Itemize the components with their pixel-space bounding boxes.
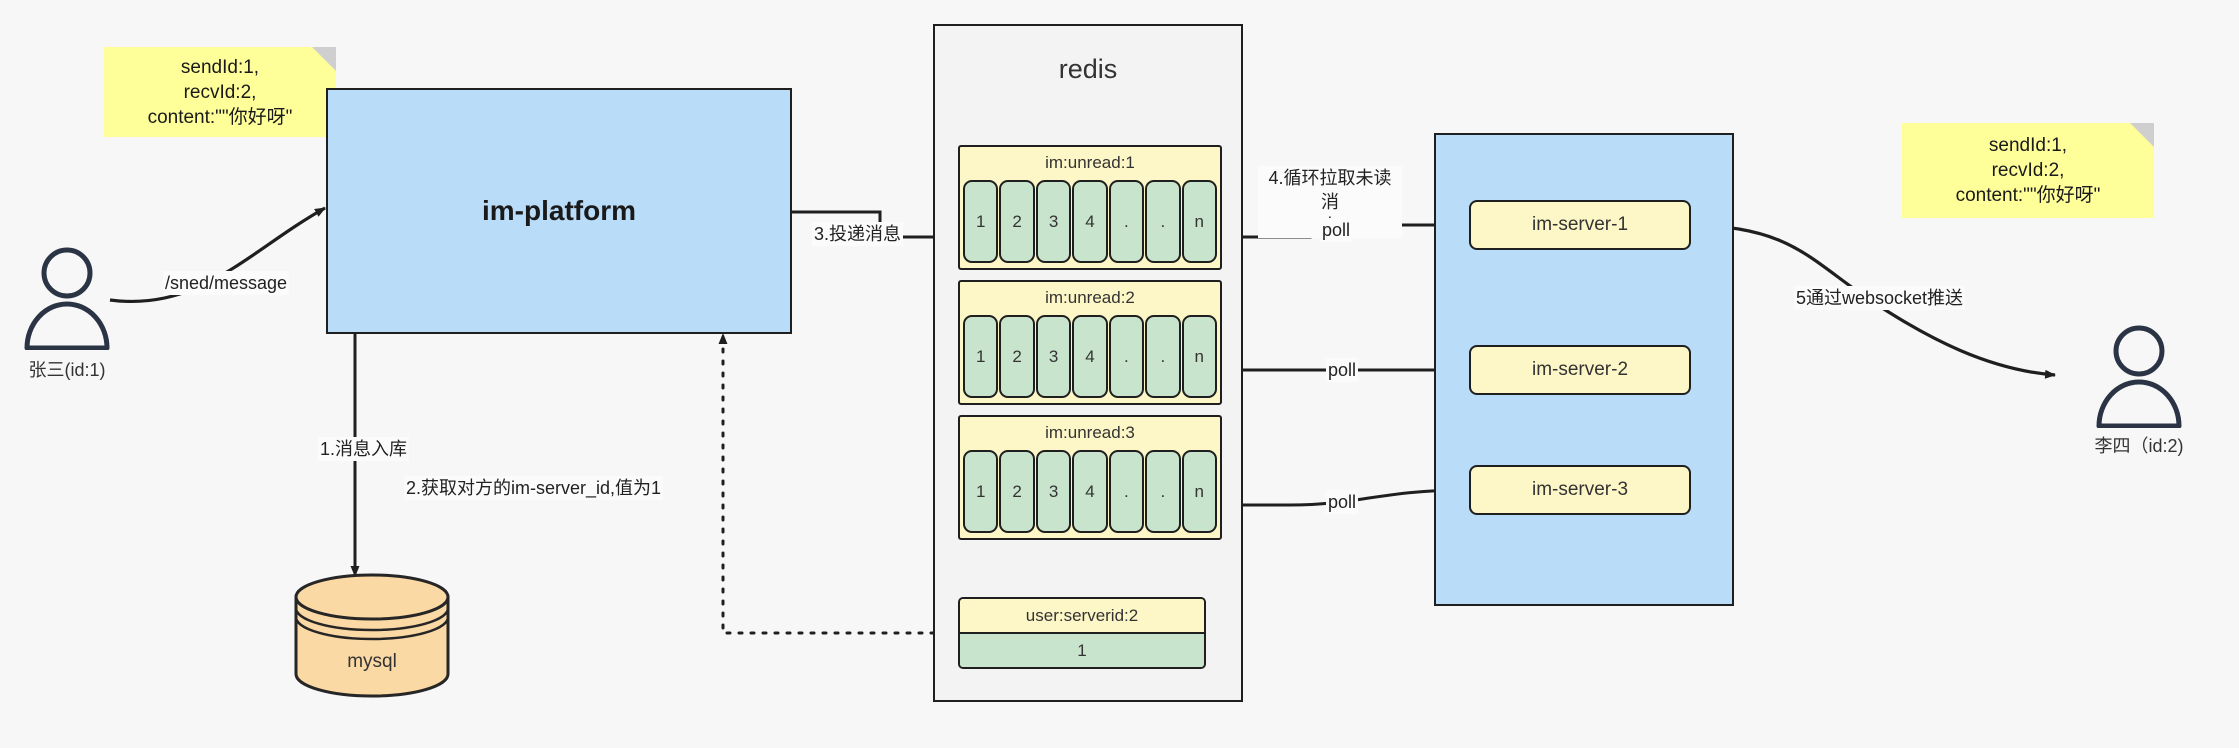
edge-label-poll-1: poll xyxy=(1320,218,1353,242)
redis-cell: 2 xyxy=(999,315,1035,398)
redis-kv-value: 1 xyxy=(960,632,1204,667)
redis-cell: 4 xyxy=(1072,450,1108,533)
redis-cell: n xyxy=(1181,450,1217,533)
redis-title: redis xyxy=(1058,54,1118,84)
redis-key-group-1[interactable]: im:unread:1 1 2 3 4 . . n xyxy=(958,145,1222,270)
note-receiver-text: sendId:1, recvId:2, content:""你好呀" xyxy=(1955,135,2101,206)
redis-cell: . xyxy=(1145,315,1181,398)
edge-label-poll-2: poll xyxy=(1326,358,1359,382)
redis-cell: n xyxy=(1181,180,1217,263)
redis-cell: . xyxy=(1108,450,1145,533)
edge-label-step3: 3.投递消息 xyxy=(812,222,904,246)
redis-key-label-1: im:unread:1 xyxy=(1045,153,1135,172)
edge-step2-serverid xyxy=(718,332,960,635)
edge-label-step1: 1.消息入库 xyxy=(318,437,410,461)
redis-cells-2: 1 2 3 4 . . n xyxy=(963,315,1217,398)
redis-cell: 1 xyxy=(963,315,999,398)
edge-label-step5: 5通过websocket推送 xyxy=(1794,286,1966,310)
actor-receiver xyxy=(2092,323,2186,429)
redis-key-label-3: im:unread:3 xyxy=(1045,423,1135,442)
edge-label-poll-3: poll xyxy=(1326,490,1359,514)
im-server-1-label: im-server-1 xyxy=(1531,214,1629,235)
im-server-3-label-visible: im-server-3 xyxy=(1531,479,1629,500)
redis-kv-key: user:serverid:2 xyxy=(960,599,1204,632)
redis-cell: 4 xyxy=(1072,315,1108,398)
im-server-1-chip[interactable]: im-server-1 xyxy=(1469,200,1691,250)
user-icon xyxy=(24,247,110,351)
redis-cell: 1 xyxy=(963,450,999,533)
mysql-database[interactable]: mysql xyxy=(292,573,452,698)
note-fold-icon xyxy=(2130,123,2154,147)
database-cylinder-icon xyxy=(294,573,450,698)
redis-cell: 3 xyxy=(1035,315,1072,398)
redis-cell: n xyxy=(1181,315,1217,398)
im-server-2-label: im-server-2 xyxy=(1531,359,1629,380)
redis-cell: . xyxy=(1108,180,1145,263)
redis-cell: 1 xyxy=(963,180,999,263)
im-server-2-chip[interactable]: im-server-2 xyxy=(1469,345,1691,395)
redis-cell: . xyxy=(1145,450,1181,533)
redis-cell: 4 xyxy=(1072,180,1108,263)
edge-label-step2: 2.获取对方的im-server_id,值为1 xyxy=(404,476,664,500)
actor-sender xyxy=(20,245,114,351)
redis-cells-1: 1 2 3 4 . . n xyxy=(963,180,1217,263)
redis-cell: 3 xyxy=(1035,450,1072,533)
redis-key-group-2[interactable]: im:unread:2 1 2 3 4 . . n xyxy=(958,280,1222,405)
mysql-label: mysql xyxy=(347,651,397,672)
im-platform-label: im-platform xyxy=(482,195,636,226)
note-receiver-payload: sendId:1, recvId:2, content:""你好呀" xyxy=(1902,123,2154,218)
redis-cell: . xyxy=(1145,180,1181,263)
redis-cells-3: 1 2 3 4 . . n xyxy=(963,450,1217,533)
user-icon xyxy=(2096,325,2182,429)
im-platform-box[interactable]: im-platform xyxy=(326,88,792,334)
redis-user-serverid-box[interactable]: user:serverid:2 1 xyxy=(958,597,1206,669)
edge-label-send-message: /sned/message xyxy=(163,271,290,295)
redis-key-label-2: im:unread:2 xyxy=(1045,288,1135,307)
redis-key-group-3[interactable]: im:unread:3 1 2 3 4 . . n xyxy=(958,415,1222,540)
note-sender-text: sendId:1, recvId:2, content:""你好呀" xyxy=(147,56,293,128)
redis-cell: 3 xyxy=(1035,180,1072,263)
actor-receiver-caption: 李四（id:2) xyxy=(2094,436,2184,456)
note-fold-icon xyxy=(312,47,336,71)
im-server-cluster-lower xyxy=(1434,428,1734,606)
redis-cell: 2 xyxy=(999,180,1035,263)
redis-cell: 2 xyxy=(999,450,1035,533)
im-server-3-chip-visible[interactable]: im-server-3 xyxy=(1469,465,1691,515)
note-sender-payload: sendId:1, recvId:2, content:""你好呀" xyxy=(104,47,336,137)
actor-sender-caption: 张三(id:1) xyxy=(28,360,106,380)
redis-cell: . xyxy=(1108,315,1145,398)
